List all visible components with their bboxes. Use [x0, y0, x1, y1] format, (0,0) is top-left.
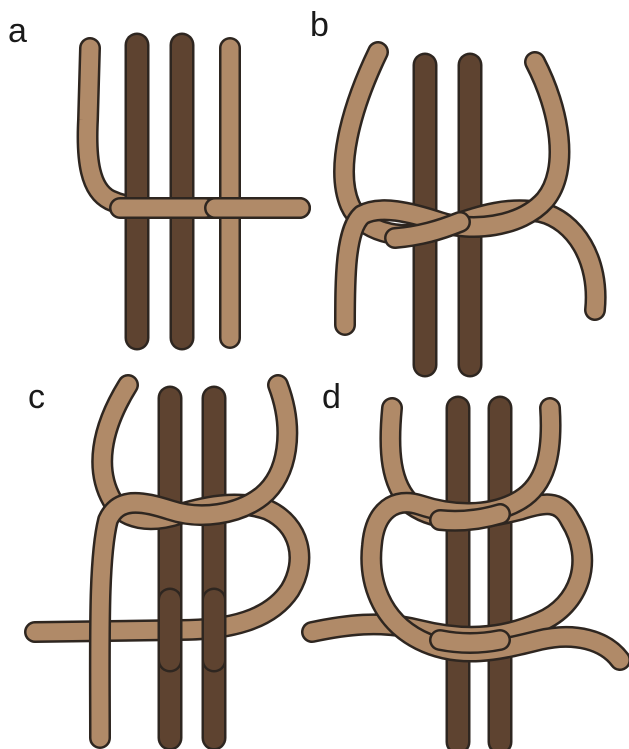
right-working-cord-outline [100, 385, 287, 738]
panel-label-b: b [310, 6, 329, 44]
right-working-cord [345, 62, 559, 325]
panel-d: d [312, 378, 620, 742]
panel-b: b [310, 6, 596, 365]
panel-c: c [28, 378, 299, 738]
panel-label-c: c [28, 378, 45, 416]
right-working-cord [100, 385, 287, 738]
panel-label-a: a [8, 12, 27, 50]
panel-a: a [8, 12, 300, 338]
right-working-cord-outline [345, 62, 559, 325]
upper-knot-crossing [440, 514, 500, 521]
lower-knot-crossing [440, 640, 500, 643]
panel-label-d: d [322, 378, 341, 416]
